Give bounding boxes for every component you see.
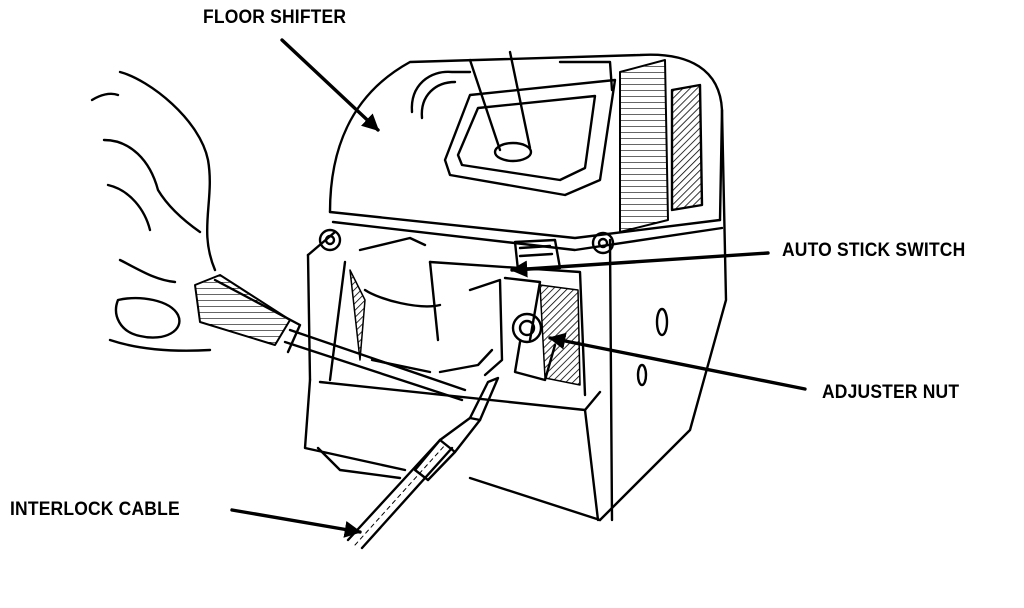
arrow-auto-stick-switch bbox=[510, 251, 770, 278]
arrow-floor-shifter bbox=[280, 38, 380, 132]
label-floor-shifter: FLOOR SHIFTER bbox=[203, 7, 347, 28]
arrow-interlock-cable bbox=[230, 508, 362, 538]
interior-mechanism bbox=[328, 236, 587, 397]
mounting-bolt-right bbox=[591, 231, 615, 255]
screwdriver bbox=[194, 274, 467, 402]
interlock-cable bbox=[346, 348, 500, 550]
label-interlock-cable: INTERLOCK CABLE bbox=[10, 499, 180, 520]
shift-lever bbox=[410, 50, 617, 197]
adjuster-nut bbox=[511, 312, 557, 382]
label-adjuster-nut: ADJUSTER NUT bbox=[822, 382, 960, 403]
shifter-housing bbox=[303, 53, 728, 522]
arrow-adjuster-nut bbox=[548, 332, 807, 391]
label-auto-stick-switch: AUTO STICK SWITCH bbox=[782, 240, 966, 261]
hand bbox=[90, 70, 217, 352]
mounting-bolt-left bbox=[318, 228, 342, 252]
